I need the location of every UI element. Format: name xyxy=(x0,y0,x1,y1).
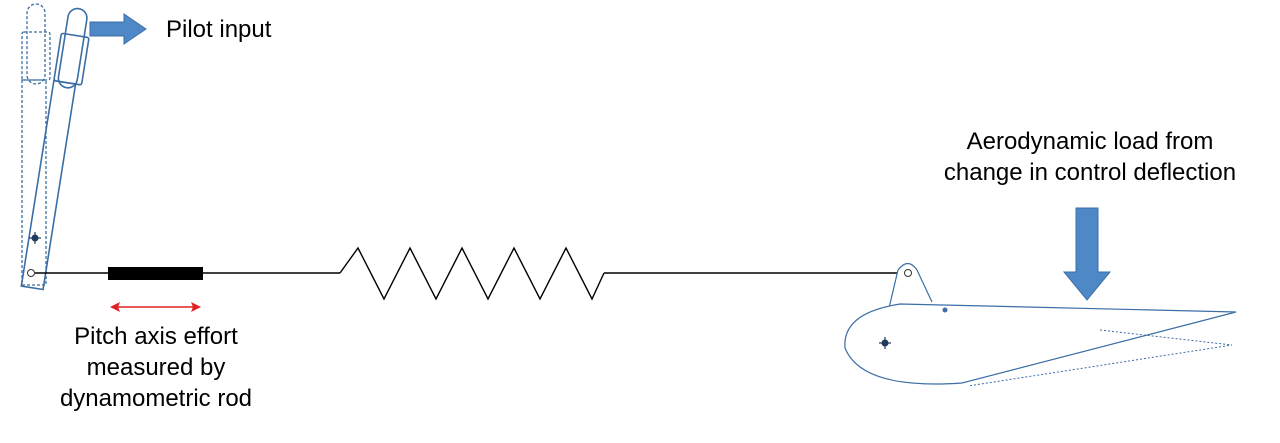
control-stick-deflected xyxy=(20,7,90,291)
pitch-effort-line-3: dynamometric rod xyxy=(59,385,253,412)
down-arrow-icon xyxy=(1062,207,1112,301)
right-arrow-icon xyxy=(89,13,147,45)
pitch-effort-line-2: measured by xyxy=(86,354,226,381)
aero-load-label: Aerodynamic load from change in control … xyxy=(920,126,1260,188)
control-horn xyxy=(888,262,933,309)
pitch-effort-line-1: Pitch axis effort xyxy=(74,323,238,350)
double-arrow-icon xyxy=(110,302,201,312)
airfoil-outline xyxy=(844,303,1237,385)
pilot-input-label: Pilot input xyxy=(166,16,272,43)
aero-load-line-2: change in control deflection xyxy=(943,159,1237,186)
control-stick-neutral xyxy=(21,3,51,286)
spring xyxy=(339,246,605,301)
dynamometric-rod xyxy=(108,267,203,280)
pitch-effort-label: Pitch axis effort measured by dynamometr… xyxy=(50,321,262,414)
airfoil-deflected-outline xyxy=(967,329,1233,387)
pivot-cross-icon xyxy=(879,337,891,349)
stick-attach-point xyxy=(27,269,35,277)
stick-pivot-icon xyxy=(29,232,41,244)
airfoil-dot xyxy=(942,307,948,313)
aero-load-line-1: Aerodynamic load from xyxy=(966,128,1214,155)
horn-attach-point xyxy=(904,269,912,277)
